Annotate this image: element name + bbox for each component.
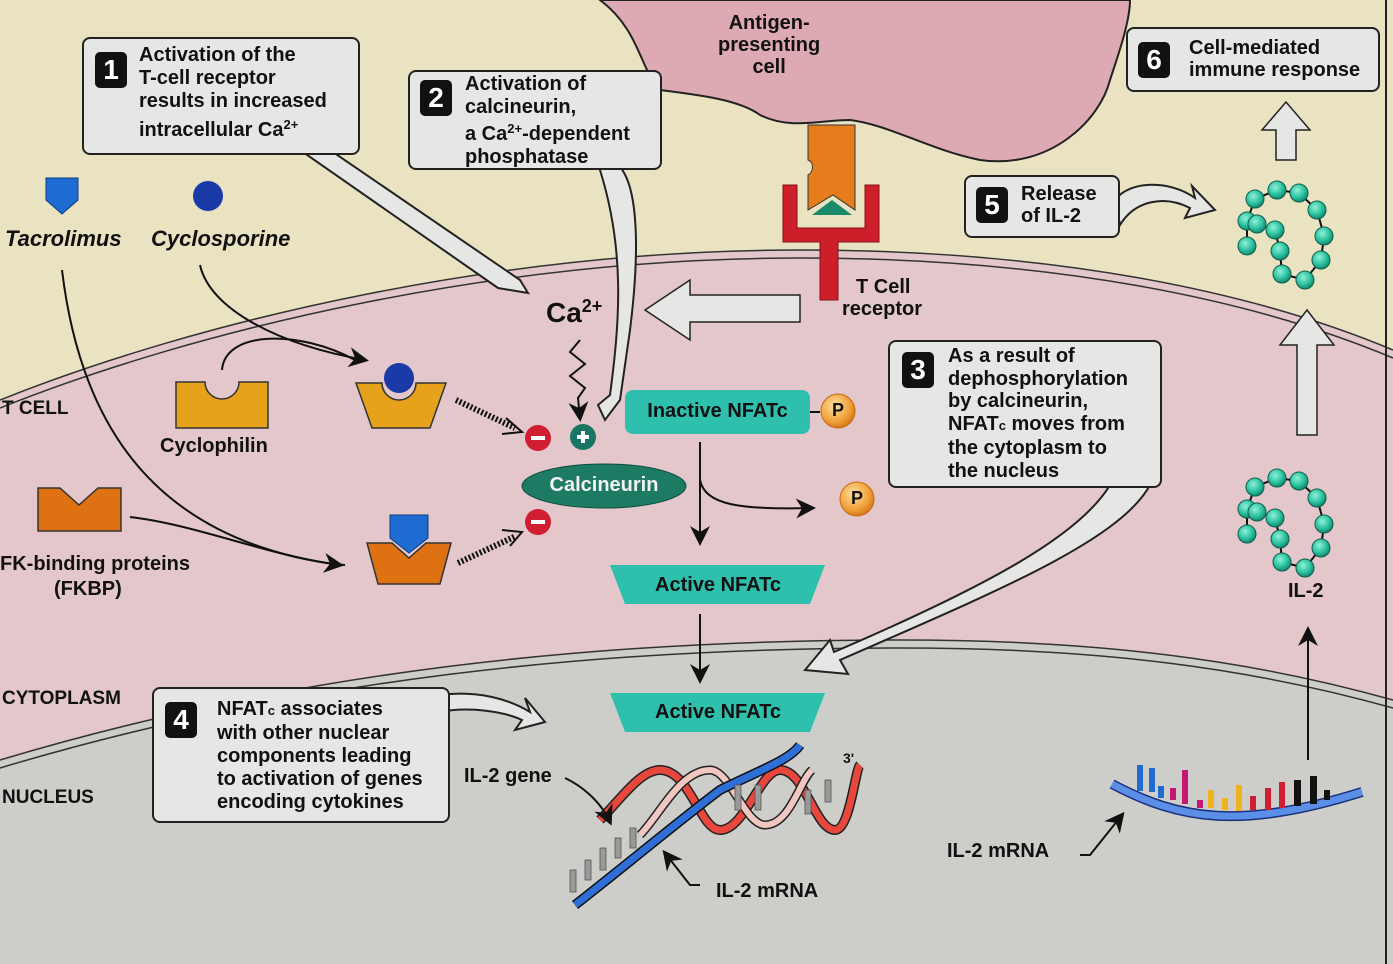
il2-gene-label: IL-2 gene [464,765,552,787]
il2-protein-intracellular [1237,468,1334,578]
step-4-text: NFATc associates with other nuclear comp… [217,698,423,813]
tacrolimus-fkbp-complex [366,542,452,585]
cyclosporine-icon [193,181,223,211]
calcineurin-enzyme [521,463,687,509]
il2-amino-acid-bead [1267,180,1287,200]
il2-amino-acid-bead [1245,477,1265,497]
callout-4-pointer [439,692,547,732]
step-6-callout: 6 Cell-mediated immune response [1126,27,1380,92]
il2-export-arrow [1278,308,1336,436]
cyclosporine-label: Cyclosporine [151,226,291,251]
mhc-antigen-triangle [812,200,852,215]
inactive-nfatc [625,390,810,434]
il2-amino-acid-bead [1247,502,1267,522]
il2-amino-acid-bead [1314,226,1334,246]
il2-amino-acid-bead [1237,236,1257,256]
step-2-callout: 2 Activation of calcineurin, a Ca2+-depe… [408,70,662,170]
il2-amino-acid-bead [1265,508,1285,528]
step-5-callout: 5 Release of IL-2 [964,175,1120,238]
il2-amino-acid-bead [1314,514,1334,534]
il2-gene-dna [569,741,865,909]
il2-amino-acid-bead [1307,488,1327,508]
three-prime-label: 3' [843,750,855,766]
calcium-ion-label: Ca2+ [546,296,603,328]
nuclear-il2-mrna-label: IL-2 mRNA [716,880,819,902]
fkbp-icon [37,487,122,532]
fkbp-abbrev-label: (FKBP) [54,578,122,600]
calcineurin-label: Calcineurin [549,474,659,496]
cytoplasm-label: CYTOPLASM [2,688,121,709]
t-cell-label: T CELL [2,398,69,419]
step-1-text: Activation of the T-cell receptor result… [139,44,327,141]
il2-protein-secreted [1237,180,1334,290]
il2-amino-acid-bead [1245,189,1265,209]
active-nfatc-nucleus [610,693,825,732]
released-phosphate [839,481,875,517]
step-5-number: 5 [976,187,1008,223]
il2-amino-acid-bead [1270,529,1290,549]
step-1-number: 1 [95,52,127,88]
bound-tacrolimus-icon [389,514,429,554]
step-2-text: Activation of calcineurin, a Ca2+-depend… [465,73,630,168]
step-6-number: 6 [1138,42,1170,78]
il2-amino-acid-bead [1270,241,1290,261]
il2-protein-label: IL-2 [1288,580,1324,602]
active-nfatc-cytoplasm [610,565,825,604]
tcr-label-1: T Cell [856,276,911,298]
il2-amino-acid-bead [1289,471,1309,491]
step-4-number: 4 [165,702,197,738]
tacrolimus-label: Tacrolimus [5,226,122,251]
il2-amino-acid-bead [1311,250,1331,270]
step-1-callout: 1 Activation of the T-cell receptor resu… [82,37,360,155]
il2-amino-acid-bead [1307,200,1327,220]
callout-2-pointer [596,158,637,422]
step-4-callout: 4 NFATc associates with other nuclear co… [152,687,450,823]
il2-amino-acid-bead [1295,558,1315,578]
active-nfatc-cytoplasm-label: Active NFATc [655,574,781,596]
active-nfatc-nucleus-label: Active NFATc [655,701,781,723]
nucleus-label: NUCLEUS [2,787,94,808]
ca-influx-arrow [643,278,801,342]
tacrolimus-icon [45,177,79,215]
step-2-number: 2 [420,80,452,116]
phosphate-label-released: P [850,488,863,508]
il2-amino-acid-bead [1265,220,1285,240]
step-6-text: Cell-mediated immune response [1189,37,1361,81]
cyclophilin-label: Cyclophilin [160,435,268,457]
immune-response-arrow [1260,100,1312,161]
t-cell-receptor [782,124,880,301]
phosphate-label-bound: P [831,400,844,420]
tcr-label-2: receptor [842,298,923,320]
fkbp-label: FK-binding proteins [0,553,190,575]
cyclosporine-cyclophilin-complex [354,382,448,429]
il2-amino-acid-bead [1272,552,1292,572]
il2-amino-acid-bead [1272,264,1292,284]
callout-3-pointer [803,484,1152,676]
inactive-nfatc-label: Inactive NFATc [647,400,788,422]
cytoplasmic-il2-mrna [1109,765,1364,822]
step-3-text: As a result of dephosphorylation by calc… [948,345,1128,482]
il2-amino-acid-bead [1247,214,1267,234]
il2-amino-acid-bead [1267,468,1287,488]
il2-amino-acid-bead [1237,524,1257,544]
bound-phosphate [820,393,856,429]
il2-amino-acid-bead [1289,183,1309,203]
antigen-peptide [807,124,856,211]
cytoplasmic-il2-mrna-label: IL-2 mRNA [947,840,1050,862]
il2-amino-acid-bead [1295,270,1315,290]
callout-5-pointer [1113,182,1217,228]
nascent-il2-mrna [572,742,803,908]
il2-amino-acid-bead [1311,538,1331,558]
step-5-text: Release of IL-2 [1021,183,1097,227]
apc-label: Antigen- presenting cell [718,12,821,78]
bound-cyclosporine-icon [384,363,414,393]
step-3-callout: 3 As a result of dephosphorylation by ca… [888,340,1162,488]
cyclophilin-icon [175,381,269,429]
step-3-number: 3 [902,352,934,388]
